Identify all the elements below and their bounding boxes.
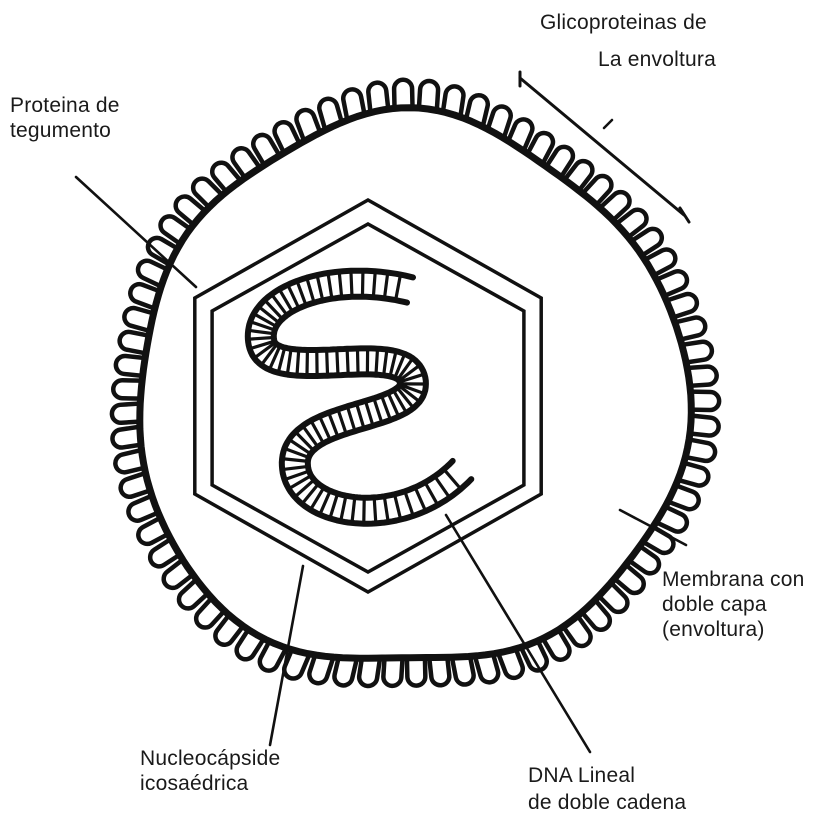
dna-base-pair (351, 273, 352, 295)
label-line: DNA Lineal (528, 763, 686, 788)
label-line: Proteina de (10, 93, 120, 118)
dna-base-pair (327, 352, 328, 374)
label-line: doble capa (662, 592, 804, 617)
label-line: Nucleocápside (140, 746, 280, 771)
label-line: Glicoproteinas de (540, 10, 716, 35)
dna-base-pair (347, 351, 348, 373)
label-envelope-glycoproteins: Glicoproteinas de La envoltura (540, 10, 716, 72)
dna-base-pair (297, 352, 299, 374)
dna-base-pair (376, 351, 377, 373)
dna-base-pair (374, 273, 376, 295)
dna-base-pair (358, 351, 359, 373)
label-line: La envoltura (540, 47, 716, 72)
dna-base-pair (374, 499, 375, 521)
label-icosahedral-nucleocapsid: Nucleocápside icosaédrica (140, 746, 280, 796)
label-bilayer-membrane: Membrana con doble capa (envoltura) (662, 567, 804, 642)
label-tegument-protein: Proteina de tegumento (10, 93, 120, 143)
label-linear-dsdna: DNA Lineal de doble cadena (528, 763, 686, 815)
leader-glycoproteins-tick (604, 120, 612, 128)
dna-base-pair (250, 338, 272, 340)
label-line: (envoltura) (662, 617, 804, 642)
label-line: icosaédrica (140, 771, 280, 796)
dna-base-pair (339, 274, 341, 296)
label-line: tegumento (10, 118, 120, 143)
dna-base-pair (284, 459, 306, 461)
leader-glycoproteins-tick (680, 208, 689, 222)
label-line: Membrana con (662, 567, 804, 592)
dna-base-pair (337, 351, 338, 373)
label-line: de doble cadena (528, 790, 686, 815)
